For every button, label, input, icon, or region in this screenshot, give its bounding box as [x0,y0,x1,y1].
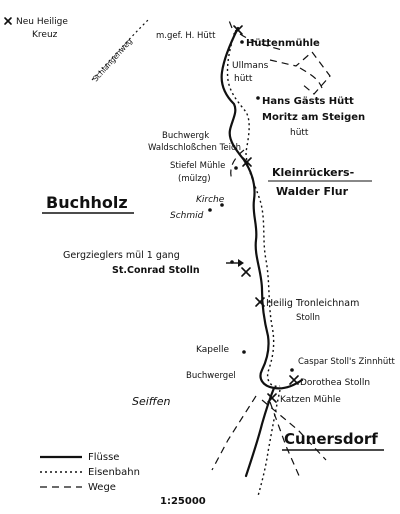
schlangenweg-road [91,17,151,81]
label-kirche: Kirche [196,195,225,205]
label-hans-gaests-huett: Hans Gästs Hütt [262,96,354,107]
label-heilig-tronleichnam-2: Stolln [296,313,320,323]
mine-icon [267,393,277,403]
legend: Flüsse Eisenbahn Wege [40,452,140,493]
legend-label-eisenbahn: Eisenbahn [88,467,140,478]
mine-icon [4,17,12,25]
label-moritz-am-steigen: Moritz am Steigen [262,112,365,123]
label-mgef-h-huett: m.gef. H. Hütt [156,31,216,41]
label-stiefel-muehle: Stiefel Mühle [170,161,225,171]
label-ullmans-2: hütt [234,74,253,84]
mine-icon [255,297,265,307]
mine-symbols [4,17,299,403]
building-dots [208,40,294,372]
label-st-conrad-stolln: St.Conrad Stolln [112,265,200,276]
label-caspar-stoll: Caspar Stoll's Zinnhütt [298,357,396,367]
label-moritz-am-steigen-2: hütt [290,128,309,138]
label-kapelle: Kapelle [196,345,230,355]
label-huettenmuehle: Hüttenmühle [246,38,320,49]
label-stiefel-muehle-2: (mülzg) [178,174,211,184]
label-waldschloesschen-teich: Waldschloßchen Teich [148,143,241,153]
mine-icon [289,375,299,385]
label-heilig-tronleichnam: Heilig Tronleichnam [266,298,359,309]
label-schlangenweg: Schlangenweg [91,36,134,83]
legend-label-fluesse: Flüsse [88,452,119,463]
label-walder-flur: Walder Flur [276,185,349,198]
legend-label-wege: Wege [88,482,116,493]
label-neu-heilige-kreuz: Neu Heilige [16,17,68,27]
arrow-head-icon [238,259,244,267]
label-gergzieglers-muehle: Gergzieglers mül 1 gang [63,250,180,261]
map-scale: 1:25000 [160,496,206,507]
label-buchwergk: Buchwergk [162,131,209,141]
label-ullmans: Ullmans [232,61,269,71]
mine-icon [242,157,252,167]
railway [226,29,281,497]
label-kleinrueckers: Kleinrückers- [272,166,354,179]
label-katzen-muehle: Katzen Mühle [280,395,341,405]
label-buchholz: Buchholz [46,193,128,212]
mine-icon [233,25,243,35]
label-cunersdorf: Cunersdorf [284,430,378,448]
label-dorothea-stolln: Dorothea Stolln [300,378,370,388]
mine-icon [241,267,251,277]
label-seiffen: Seiffen [132,395,171,408]
label-neu-heilige-kreuz-2: Kreuz [32,30,58,40]
label-schmid: Schmid [170,211,204,221]
label-buchwergel: Buchwergel [186,371,236,381]
roads [211,17,331,479]
